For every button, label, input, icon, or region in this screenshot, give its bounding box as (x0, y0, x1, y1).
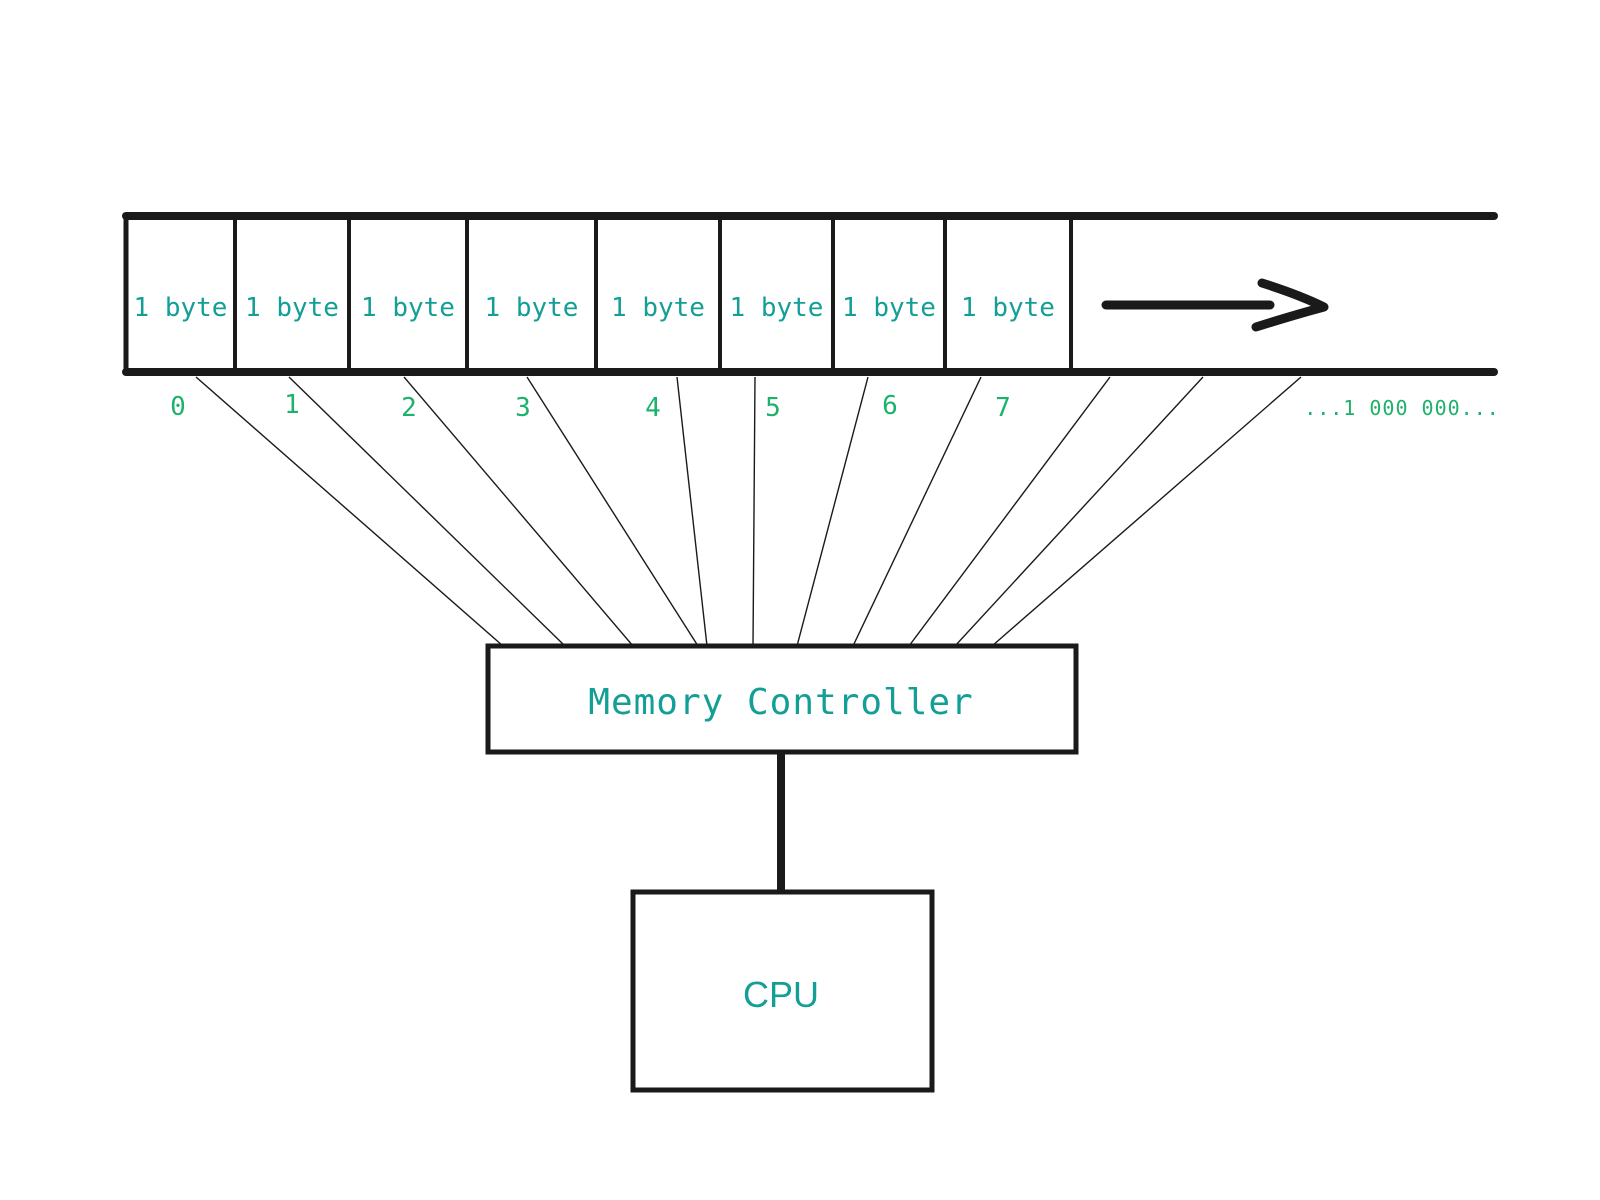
continuation-arrow-icon (1101, 278, 1329, 332)
address-line (852, 376, 982, 647)
memory-strip (122, 212, 1498, 376)
memory-cell-label: 1 byte (485, 293, 579, 323)
memory-address-label: 3 (515, 393, 531, 423)
address-line (676, 376, 708, 647)
address-labels: 0 1 2 3 4 5 6 7 (170, 390, 1011, 423)
cell-dividers (233, 216, 1073, 372)
memory-cell-label: 1 byte (245, 293, 339, 323)
cpu-label: CPU (743, 974, 819, 1015)
memory-address-label: 2 (401, 393, 417, 423)
memory-cell-label: 1 byte (134, 293, 228, 323)
memory-cell-label: 1 byte (361, 293, 455, 323)
address-line (403, 376, 634, 647)
address-line (908, 376, 1111, 647)
connector-lines (195, 376, 1302, 647)
address-line (526, 376, 699, 647)
memory-address-label: 0 (170, 392, 186, 422)
memory-address-label: 5 (765, 393, 781, 423)
memory-address-label: 7 (995, 393, 1011, 423)
memory-address-label: 1 (284, 390, 300, 420)
address-line (796, 376, 869, 647)
address-line (991, 376, 1302, 647)
address-line (752, 376, 756, 647)
continuation-address-label: ...1 000 000... (1304, 396, 1500, 420)
cell-labels: 1 byte 1 byte 1 byte 1 byte 1 byte 1 byte 1 by… (134, 293, 1055, 323)
address-line (954, 376, 1204, 647)
memory-cell-label: 1 byte (611, 293, 705, 323)
memory-address-label: 4 (645, 393, 661, 423)
cpu-box (630, 889, 935, 1093)
address-line (288, 376, 566, 647)
memory-controller-box (485, 643, 1079, 755)
memory-cell-label: 1 byte (842, 293, 936, 323)
memory-controller-label: Memory Controller (588, 682, 973, 723)
memory-address-label: 6 (882, 391, 898, 421)
memory-cell-label: 1 byte (730, 293, 824, 323)
address-line (195, 376, 504, 647)
memory-cell-label: 1 byte (961, 293, 1055, 323)
